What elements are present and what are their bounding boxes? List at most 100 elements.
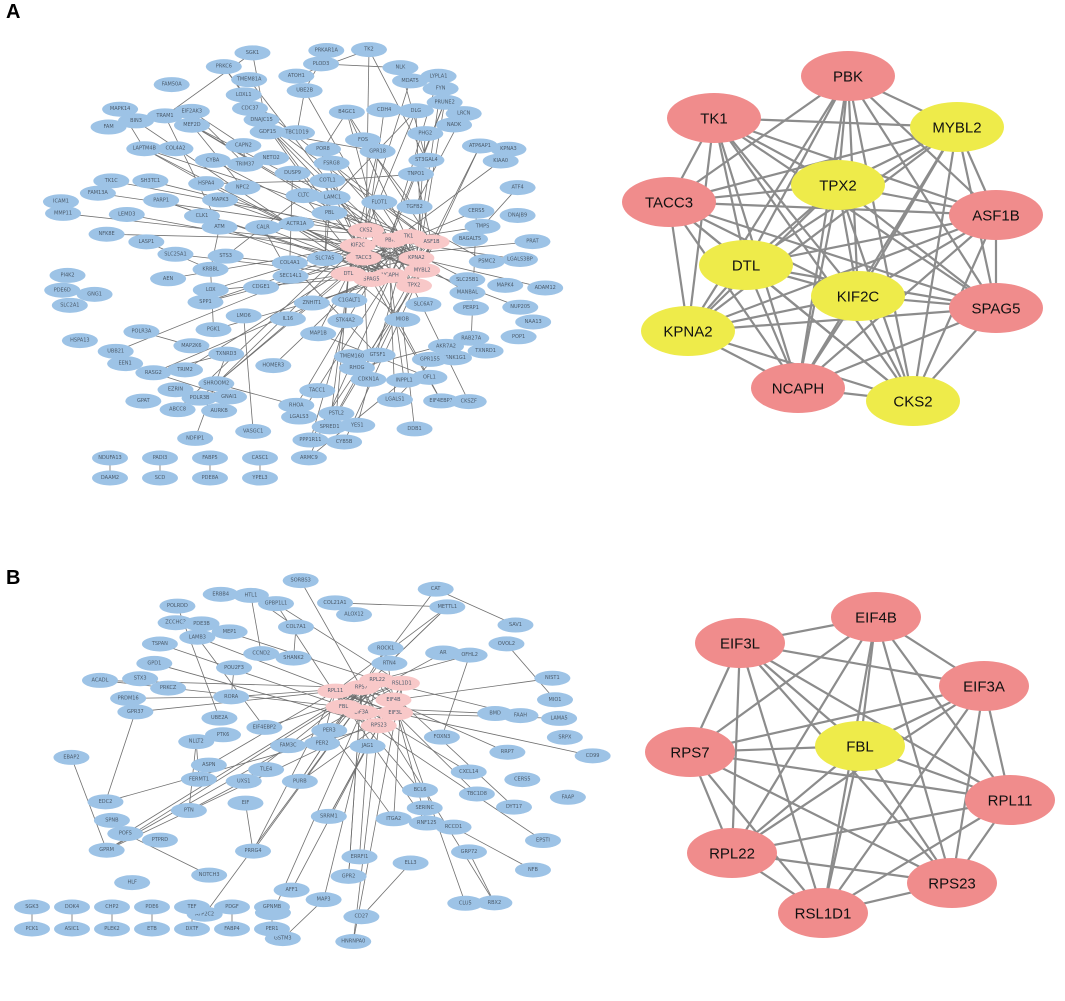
- network-node-label: COTL1: [319, 178, 335, 184]
- network-node-label: OVOL2: [498, 641, 515, 647]
- network-node-shape: [114, 875, 151, 891]
- network-node-label: PGK1: [207, 327, 220, 333]
- network-node-tgfb2: TGFB2: [396, 199, 433, 215]
- network-node-gpr155: GPR155: [411, 351, 448, 367]
- network-node-shape: [574, 748, 611, 764]
- core-node-shape: [811, 271, 905, 321]
- network-node-mio1: MIO1: [537, 692, 574, 708]
- network-node-pde6d: PDE6D: [44, 282, 81, 298]
- network-node-znhit1: ZNHIT1: [293, 295, 330, 311]
- network-node-loxl1: LOXL1: [225, 87, 262, 103]
- network-node-eif: EIF: [227, 795, 264, 811]
- network-node-shape: [333, 349, 370, 365]
- network-node-label: POLR3B: [190, 395, 210, 401]
- network-node-pstl2: PSTL2: [318, 406, 355, 422]
- core-node-label: KPNA2: [663, 324, 712, 341]
- network-edge: [197, 636, 396, 714]
- network-node-label: HSPA4: [198, 181, 214, 187]
- network-node-label: ASIC1: [65, 926, 80, 932]
- network-node-shape: [157, 615, 194, 631]
- core-node-label: TK1: [700, 111, 728, 128]
- network-node-label: CDGE1: [252, 284, 270, 290]
- network-node-shape: [245, 219, 282, 235]
- network-edge: [300, 580, 362, 688]
- network-node-label: ALOX12: [344, 612, 363, 618]
- network-node-label: PRUNE2: [435, 99, 455, 105]
- network-node-label: CALR: [256, 224, 270, 230]
- network-node-rps23: RPS23: [360, 718, 397, 734]
- network-node-label: TMEM81A: [236, 77, 262, 83]
- network-node-label: ASF1B: [424, 239, 441, 245]
- network-node-shape: [132, 173, 169, 189]
- network-node-label: KIF2C: [351, 243, 366, 249]
- network-node-fam50a: FAM50A: [153, 77, 190, 93]
- core-node-label: KIF2C: [837, 289, 880, 306]
- network-node-label: SLC25B1: [456, 277, 478, 283]
- network-node-plod3: PLOD3: [303, 56, 340, 72]
- network-node-armc9: ARMC9: [290, 450, 327, 466]
- core-node-label: CKS2: [893, 394, 932, 411]
- network-node-label: HTL1: [244, 592, 257, 598]
- network-node-shape: [450, 844, 487, 860]
- network-node-label: FAAP: [562, 794, 574, 800]
- network-node-shape: [187, 294, 224, 310]
- network-a-nodes: KPNA2MYBL2TPX2NCAPHSPAG5DTLTACC3KIF2CCKS…: [42, 42, 564, 486]
- network-node-label: PTK6: [217, 732, 230, 738]
- network-node-shape: [359, 143, 396, 159]
- network-node-label: NFK8E: [98, 231, 114, 237]
- network-node-trim2: TRIM2: [167, 362, 204, 378]
- core-node-label: SPAG5: [972, 301, 1021, 318]
- network-node-npc2: NPC2: [224, 179, 261, 195]
- network-node-eif2ak3: EIF2AK3: [173, 103, 210, 119]
- network-node-shape: [157, 246, 194, 262]
- network-node-adam12: ADAM12: [527, 280, 564, 296]
- network-node-shape: [207, 248, 244, 264]
- network-node-aspn: ASPN: [190, 757, 227, 773]
- network-node-shape: [450, 764, 487, 780]
- network-node-label: COL7A1: [286, 624, 306, 630]
- network-node-shape: [231, 72, 268, 88]
- network-node-label: NIST1: [545, 675, 560, 681]
- network-node-label: PTPRD: [152, 837, 169, 843]
- network-node-ptn: PTN: [170, 803, 207, 819]
- network-node-cat: CAT: [417, 581, 454, 597]
- network-node-label: PDE6D: [54, 287, 71, 293]
- network-node-shape: [278, 68, 315, 84]
- network-node-sh3tc1: SH3TC1: [132, 173, 169, 189]
- network-node-label: POFS: [119, 831, 132, 837]
- network-node-label: SAV1: [509, 622, 522, 628]
- network-edge: [379, 201, 487, 262]
- network-node-label: DNAJC15: [250, 117, 272, 123]
- network-node-col4a1: COL4A1: [271, 255, 308, 271]
- network-node-cotl1: COTL1: [309, 173, 346, 189]
- network-node-shape: [435, 819, 472, 835]
- network-node-label: EIF3A: [354, 709, 369, 715]
- network-node-pgk1: PGK1: [195, 322, 232, 338]
- core-node-shape: [939, 661, 1029, 711]
- network-node-cdkn1a: CDKN1A: [350, 371, 387, 387]
- network-node-label: YES1: [350, 422, 364, 428]
- network-node-shape: [413, 234, 450, 250]
- network-node-txnrd3: TXNRD3: [208, 346, 245, 362]
- core-node-shape: [645, 727, 735, 777]
- network-node-label: GTSF1: [370, 352, 386, 358]
- network-node-yes1: YES1: [339, 417, 376, 433]
- network-node-label: CYBA: [206, 157, 220, 163]
- core-node-shape: [831, 592, 921, 642]
- network-node-shape: [49, 267, 86, 283]
- network-node-clu5: CLU5: [447, 895, 484, 911]
- network-node-label: MEF2D: [183, 122, 201, 128]
- network-node-ccnd2: CCND2: [243, 646, 280, 662]
- network-node-shape: [94, 921, 130, 937]
- network-node-icam1: ICAM1: [42, 194, 79, 210]
- network-edge: [468, 851, 495, 904]
- network-node-label: PURB: [293, 778, 307, 784]
- network-edge: [243, 315, 254, 432]
- network-node-label: POR8: [316, 146, 330, 152]
- network-node-label: RBX2: [488, 900, 502, 906]
- network-node-label: PDE8A: [202, 475, 219, 481]
- network-node-shape: [216, 660, 253, 676]
- network-node-label: HOMER3: [262, 363, 284, 369]
- network-node-label: MAPK4: [497, 282, 514, 288]
- network-node-label: COL4A2: [165, 146, 185, 152]
